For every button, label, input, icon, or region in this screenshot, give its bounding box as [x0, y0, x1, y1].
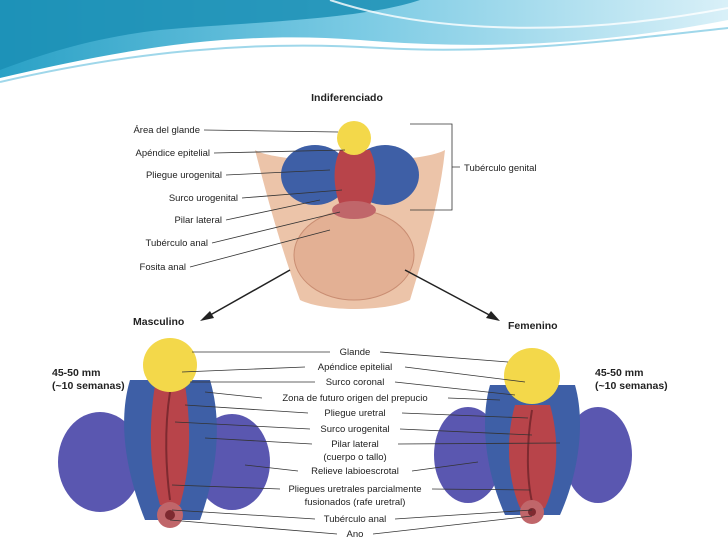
label-rafe-uretral: fusionados (rafe uretral): [305, 497, 406, 508]
header-wave-decoration: [0, 0, 728, 83]
arrow-to-female: [404, 269, 500, 321]
label-ano: Ano: [347, 529, 364, 540]
female-title: Femenino: [508, 320, 558, 332]
male-age-size: 45-50 mm: [52, 367, 100, 379]
label-pliegues-uretrales: Pliegues uretrales parcialmente: [288, 484, 421, 495]
label-relieve-labioescrotal: Relieve labioescrotal: [311, 466, 399, 477]
label-cuerpo-tallo: (cuerpo o tallo): [323, 452, 386, 463]
label-zona-prepucio: Zona de futuro origen del prepucio: [282, 393, 427, 404]
label-pliegue-uretral: Pliegue uretral: [324, 408, 385, 419]
female-age-size: 45-50 mm: [595, 367, 643, 379]
center-leader-lines: [169, 351, 561, 535]
arrow-to-male: [200, 269, 291, 321]
male-title: Masculino: [133, 316, 184, 328]
top-stage-title: Indiferenciado: [311, 92, 383, 104]
genital-tubercle-bracket: [410, 123, 460, 211]
indifferent-illustration: [255, 121, 445, 309]
label-surco-urogenital: Surco urogenital: [320, 424, 389, 435]
top-leader-lines: [189, 129, 346, 268]
label-tuberculo-anal-top: Tubérculo anal: [146, 238, 209, 249]
label-area-glande: Área del glande: [133, 125, 200, 136]
label-surco-urogenital-top: Surco urogenital: [169, 193, 238, 204]
label-surco-coronal: Surco coronal: [326, 377, 385, 388]
label-apendice-epitelial-top: Apéndice epitelial: [136, 148, 210, 159]
label-apendice-epitelial: Apéndice epitelial: [318, 362, 392, 373]
male-illustration: [58, 338, 270, 528]
label-tuberculo-anal: Tubérculo anal: [324, 514, 387, 525]
label-tuberculo-genital: Tubérculo genital: [464, 163, 537, 174]
label-glande: Glande: [340, 347, 371, 358]
male-age-weeks: (~10 semanas): [52, 380, 125, 392]
label-pliegue-urogenital: Pliegue urogenital: [146, 170, 222, 181]
label-fosita-anal: Fosita anal: [140, 262, 186, 273]
female-illustration: [434, 348, 632, 524]
label-pilar-lateral-top: Pilar lateral: [174, 215, 222, 226]
female-age-weeks: (~10 semanas): [595, 380, 668, 392]
label-pilar-lateral: Pilar lateral: [331, 439, 379, 450]
